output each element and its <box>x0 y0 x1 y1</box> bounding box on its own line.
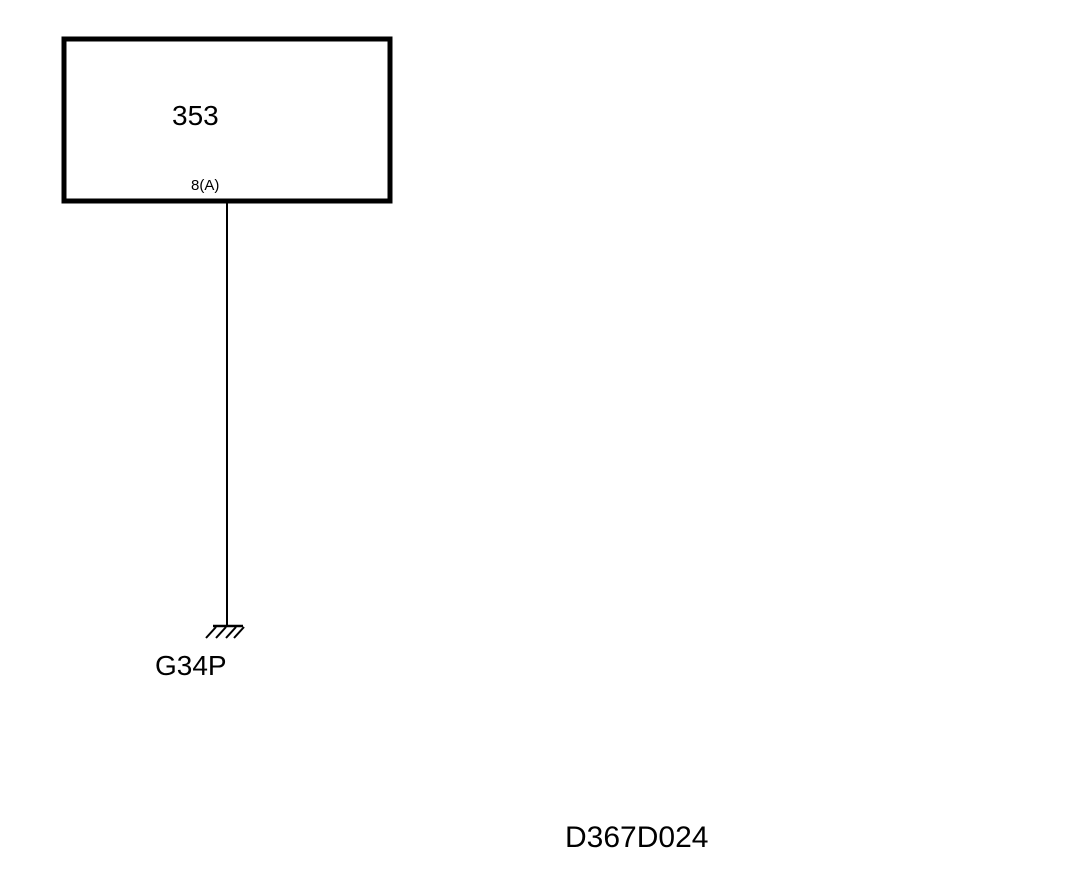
component-box <box>61 36 393 204</box>
pin-label: 8(A) <box>191 177 219 194</box>
ground-label: G34P <box>155 650 227 681</box>
diagram-id: D367D024 <box>565 821 708 854</box>
ground-symbol-icon <box>205 624 245 639</box>
component-label: 353 <box>172 100 219 131</box>
